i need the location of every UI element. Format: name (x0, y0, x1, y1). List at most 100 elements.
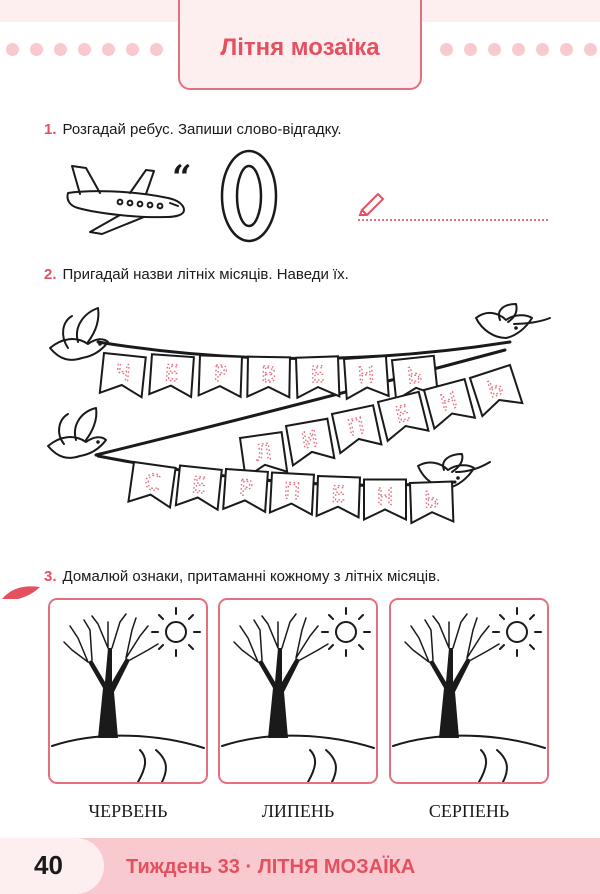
garland-letter[interactable]: Ч (113, 360, 132, 388)
garland-flag-shape (98, 351, 147, 399)
garland-letter[interactable]: Е (163, 360, 180, 387)
garland-flag: Ь (408, 480, 455, 525)
task-2-number: 2. (44, 266, 57, 283)
garland-flag: Ь (468, 363, 524, 418)
dot (30, 43, 43, 56)
task-3-heading: 3.Домалюй ознаки, притаманні кожному з л… (44, 568, 440, 585)
garland-flag: В (246, 355, 292, 399)
garland-flag-shape (268, 471, 315, 517)
garland-flag-shape (284, 417, 336, 468)
path-line (137, 749, 167, 783)
dot (126, 43, 139, 56)
dot (560, 43, 573, 56)
footer: 40 Тиждень 33 · ЛІТНЯ МОЗАЇКА (0, 838, 600, 894)
month-label: ЧЕРВЕНЬ (88, 801, 168, 821)
bird-icon (47, 407, 107, 459)
garland-flag-shape (315, 474, 362, 520)
path-line (307, 749, 337, 783)
garland-flag: П (268, 471, 315, 517)
garland-flag-shape (468, 363, 524, 418)
garland-flag-shape (342, 355, 390, 401)
quote-mark: “ (172, 158, 192, 198)
bare-tree-icon (63, 613, 159, 738)
garland-flag: Е (315, 474, 362, 520)
hill-line (221, 734, 375, 749)
garland-flag-shape (246, 355, 292, 399)
dot (584, 43, 597, 56)
garland-letter[interactable]: Н (376, 485, 394, 511)
bird-icon (49, 307, 109, 361)
page-title: Літня мозаїка (220, 34, 380, 61)
week-label: Тиждень 33 · ЛІТНЯ МОЗАЇКА (126, 856, 416, 878)
sun-icon (321, 607, 371, 657)
garland-letter[interactable]: Е (392, 400, 413, 429)
garland-flag-shape (422, 377, 477, 431)
dot (102, 43, 115, 56)
garland-flag: Р (197, 354, 244, 399)
month-label: СЕРПЕНЬ (428, 801, 510, 821)
garland-letter[interactable]: Р (237, 475, 253, 502)
garland-flag: Р (222, 467, 269, 514)
garland-letter[interactable]: Е (330, 482, 346, 509)
garland-flag: П (330, 404, 383, 455)
month-drawing-frame[interactable] (218, 598, 378, 784)
tree-landscape (51, 607, 205, 783)
garland-flag: Е (174, 464, 223, 512)
letter-o-outline (220, 149, 278, 243)
bare-tree-icon (233, 613, 329, 738)
garland-letter[interactable]: Ь (423, 487, 440, 514)
task-1-number: 1. (44, 121, 57, 138)
garland-letter[interactable]: П (345, 413, 368, 442)
garland-letter[interactable]: С (142, 469, 162, 497)
dot (536, 43, 549, 56)
title-tab: Літня мозаїка (178, 0, 422, 90)
garland-flag-shape (363, 478, 407, 522)
garland-letter[interactable]: И (299, 426, 321, 455)
sun-icon (151, 607, 201, 657)
garland-flag: Ч (98, 351, 147, 399)
pencil-icon (358, 192, 385, 216)
bird-icon (475, 303, 551, 339)
month-drawing-frame[interactable] (48, 598, 208, 784)
task-2-heading: 2. Пригадай назви літніх місяців. Наведи … (44, 266, 349, 283)
dot (78, 43, 91, 56)
hill-line (392, 734, 546, 749)
garland-flag-shape (197, 354, 244, 399)
answer-line[interactable] (358, 219, 548, 221)
dot (488, 43, 501, 56)
dot (6, 43, 19, 56)
garland-flag: Е (148, 353, 195, 399)
garland-flag-shape (408, 480, 455, 525)
garland-letter[interactable]: Л (253, 439, 274, 467)
dot (512, 43, 525, 56)
page-number: 40 (34, 850, 63, 880)
garland-flag: С (127, 460, 177, 510)
garland-letter[interactable]: Ь (405, 362, 424, 390)
garland-letter[interactable]: Е (190, 472, 208, 500)
garland-flag: И (284, 417, 336, 468)
garland-flag-shape (148, 353, 195, 399)
garland-flag-shape (222, 467, 269, 514)
tree-landscape (392, 607, 546, 783)
page-number-box (0, 838, 104, 894)
bare-tree-icon (404, 613, 500, 738)
airplane-icon (66, 165, 185, 235)
dot (440, 43, 453, 56)
path-line (478, 749, 508, 783)
garland-letter[interactable]: П (282, 478, 301, 505)
garland-letter[interactable]: Е (310, 362, 326, 389)
month-label: ЛИПЕНЬ (261, 801, 335, 821)
tree-landscape (221, 607, 375, 783)
garland-letter[interactable]: Р (213, 361, 229, 388)
garland-flag-shape (294, 355, 341, 400)
task-2-text: Пригадай назви літніх місяців. Наведи їх… (62, 266, 349, 283)
garland-flag-shape (174, 464, 223, 512)
task-1-heading: 1.Розгадай ребус. Запиши слово-відгадку. (44, 121, 342, 138)
task-3-number: 3. (44, 568, 57, 585)
garland-letter[interactable]: Н (437, 388, 461, 418)
month-drawing-frame[interactable] (389, 598, 549, 784)
garland-letter[interactable]: В (260, 362, 277, 389)
garland-letter[interactable]: Н (356, 362, 376, 389)
dot (54, 43, 67, 56)
